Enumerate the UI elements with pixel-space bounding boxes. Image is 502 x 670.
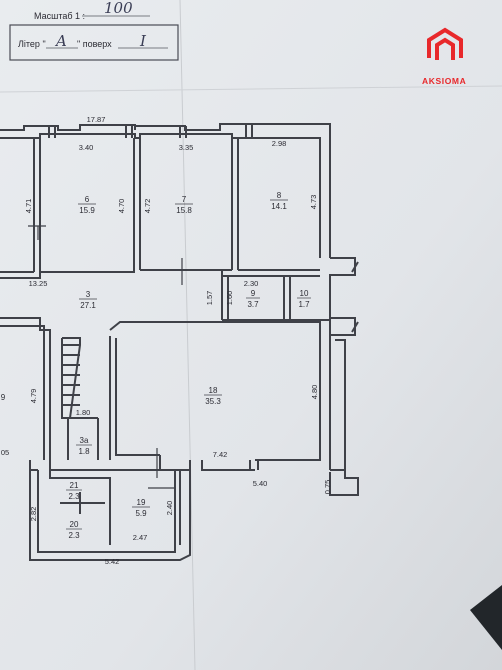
walls [0, 123, 359, 561]
dim-label: 2.47 [133, 533, 148, 542]
scale-label: Масштаб 1 : [34, 11, 85, 21]
room-number: 9 [251, 289, 256, 298]
dim-label: 4.71 [24, 199, 33, 214]
room-number: 3а [80, 436, 89, 445]
dim-label: 5.42 [105, 557, 120, 566]
room-labels: 6 15.9 7 15.8 8 14.1 3 27.1 9 3.7 10 1.7 [1, 191, 311, 540]
room-number: 8 [277, 191, 282, 200]
aksioma-logo: AKSIOMA [422, 27, 466, 86]
dim-label: 3.35 [179, 143, 194, 152]
room-7: 7 15.8 [175, 195, 193, 215]
room-area: 35.3 [205, 397, 221, 406]
floor-value: I [139, 32, 147, 50]
room-area: 2.3 [68, 531, 80, 540]
dim-label: 17.87 [87, 115, 106, 124]
dim-label: 13.25 [29, 279, 48, 288]
dim-label: 4.73 [309, 195, 318, 210]
dim-label: 2.82 [29, 507, 38, 522]
room-10: 10 1.7 [297, 289, 311, 309]
room-21: 21 2.3 [66, 481, 82, 501]
room-3a: 3а 1.8 [76, 436, 92, 456]
dim-label: 4.72 [143, 199, 152, 214]
room-area: 14.1 [271, 202, 287, 211]
dim-label: 3.40 [79, 143, 94, 152]
room-number: 21 [70, 481, 79, 490]
dim-label: 4.70 [117, 199, 126, 214]
room-8: 8 14.1 [270, 191, 288, 211]
floor-label: " поверх [77, 39, 112, 49]
liter-label: Літер " [18, 39, 46, 49]
room-area: 9 [1, 393, 6, 402]
header: Масштаб 1 : 100 Літер " A " поверх I [9, 0, 179, 61]
dim-label: 0.75 [323, 480, 332, 495]
room-area: 1.7 [298, 300, 310, 309]
title-box [9, 24, 179, 61]
dimension-labels: 17.87 3.40 3.35 2.98 4.71 4.70 4.72 4.73… [1, 115, 332, 566]
room-left-partial: 9 [1, 393, 6, 402]
room-number: 18 [209, 386, 218, 395]
dim-label: 2.98 [272, 139, 287, 148]
room-area: 3.7 [247, 300, 259, 309]
dim-label: 7.42 [213, 450, 228, 459]
room-number: 7 [182, 195, 187, 204]
aksioma-logo-icon [427, 27, 463, 60]
dim-label: 1.80 [76, 408, 91, 417]
dim-label: 2.30 [244, 279, 259, 288]
room-area: 1.8 [78, 447, 90, 456]
room-3: 3 27.1 [79, 290, 97, 310]
room-number: 19 [137, 498, 146, 507]
room-19: 19 5.9 [132, 498, 150, 518]
page-corner [470, 585, 502, 650]
dim-label: 2.40 [165, 501, 174, 516]
room-number: 3 [86, 290, 91, 299]
room-6: 6 15.9 [78, 195, 96, 215]
room-number: 20 [70, 520, 79, 529]
liter-value: A [54, 32, 67, 50]
brand-name: AKSIOMA [422, 76, 466, 86]
room-area: 15.8 [176, 206, 192, 215]
room-number: 10 [300, 289, 309, 298]
scale-value: 100 [104, 0, 133, 17]
room-area: 15.9 [79, 206, 95, 215]
room-area: 27.1 [80, 301, 96, 310]
room-20: 20 2.3 [66, 520, 82, 540]
room-area: 5.9 [135, 509, 147, 518]
dim-label: 4.80 [310, 385, 319, 400]
room-18: 18 35.3 [204, 386, 222, 406]
dim-label: 05 [1, 448, 9, 457]
dim-label: 5.40 [253, 479, 268, 488]
dim-label: 1.57 [205, 291, 214, 306]
dim-label: 1.60 [225, 291, 234, 306]
door-marks [28, 225, 183, 489]
room-9: 9 3.7 [246, 289, 260, 309]
room-number: 6 [85, 195, 90, 204]
dim-label: 4.79 [29, 389, 38, 404]
room-area: 2.3 [68, 492, 80, 501]
